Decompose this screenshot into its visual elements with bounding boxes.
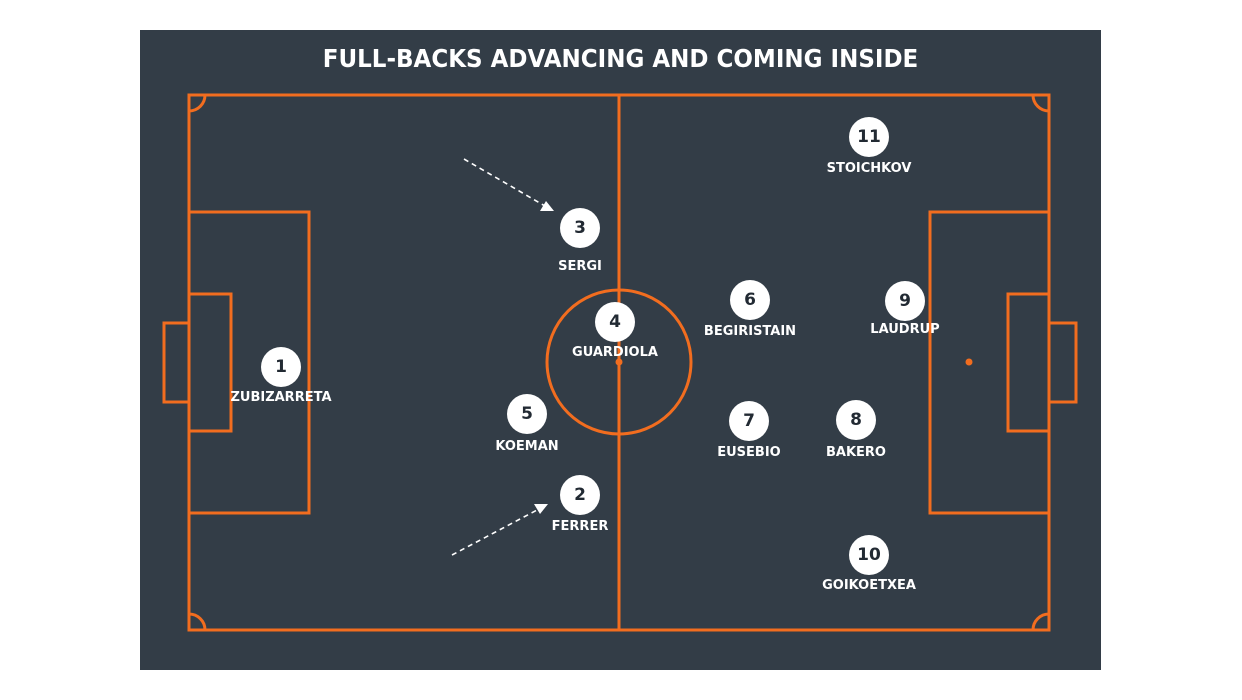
player-name: STOICHKOV xyxy=(826,161,912,176)
player-name: BEGIRISTAIN xyxy=(703,324,797,339)
player-name: FERRER xyxy=(551,519,609,534)
player-number-badge: 1 xyxy=(261,347,301,387)
centre-spot xyxy=(615,358,623,366)
player-number-badge: 7 xyxy=(729,401,769,441)
movement-arrow-ferrer xyxy=(451,508,540,556)
tactics-board: FULL-BACKS ADVANCING AND COMING INSIDE 1 xyxy=(140,30,1101,670)
right-penalty-box xyxy=(928,210,1051,515)
corner-arc-bottom-left xyxy=(188,612,207,631)
arrowhead-ferrer xyxy=(534,504,548,514)
player-name: GUARDIOLA xyxy=(572,345,658,360)
football-pitch xyxy=(162,93,1078,632)
movement-arrow-sergi xyxy=(463,158,546,207)
player-name: ZUBIZARRETA xyxy=(230,390,332,405)
player-number-badge: 10 xyxy=(849,535,889,575)
corner-arc-top-right xyxy=(1031,94,1050,113)
right-six-yard-box xyxy=(1006,292,1051,433)
diagram-title: FULL-BACKS ADVANCING AND COMING INSIDE xyxy=(322,44,919,73)
player-name: GOIKOETXEA xyxy=(822,578,916,593)
player-name: KOEMAN xyxy=(495,439,559,454)
corner-arc-top-left xyxy=(188,94,207,113)
player-number-badge: 5 xyxy=(507,394,547,434)
left-goal xyxy=(162,321,191,404)
corner-arc-bottom-right xyxy=(1031,612,1050,631)
penalty-spot-right xyxy=(965,358,973,366)
player-number-badge: 11 xyxy=(849,117,889,157)
player-number-badge: 3 xyxy=(560,208,600,248)
centre-circle xyxy=(545,288,693,436)
player-name: EUSEBIO xyxy=(717,445,781,460)
left-six-yard-box xyxy=(187,292,233,433)
arrowhead-sergi xyxy=(540,201,554,211)
player-name: SERGI xyxy=(558,259,602,274)
player-number-badge: 9 xyxy=(885,281,925,321)
player-number-badge: 6 xyxy=(730,280,770,320)
player-name: BAKERO xyxy=(826,445,886,460)
player-number-badge: 4 xyxy=(595,302,635,342)
player-number-badge: 2 xyxy=(560,475,600,515)
right-goal xyxy=(1047,321,1078,404)
player-name: LAUDRUP xyxy=(870,322,940,337)
player-number-badge: 8 xyxy=(836,400,876,440)
